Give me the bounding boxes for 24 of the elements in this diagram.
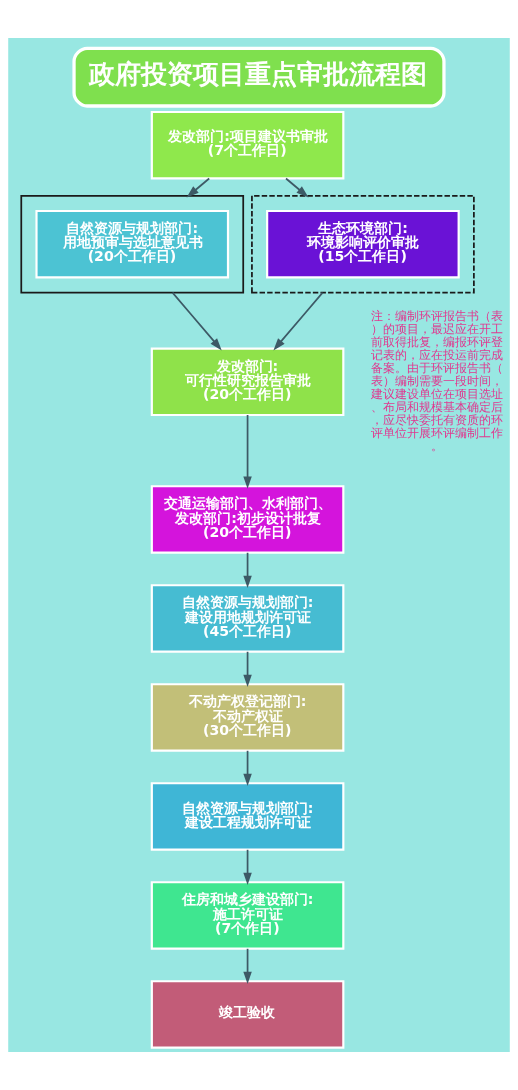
node-box: 生态环境部门:环境影响评价审批 (15个工作日) <box>266 209 460 279</box>
arrow <box>285 177 309 198</box>
node-box: 交通运输部门、水利部门、发改部门:初步设计批复 (20个工作日) <box>150 485 345 554</box>
arrow <box>243 551 252 588</box>
arrow <box>243 650 252 687</box>
arrow <box>243 749 252 786</box>
cluster <box>20 194 245 294</box>
arrow <box>243 414 252 489</box>
node-box: 发改部门:可行性研究报告审批 (20个工作日) <box>150 347 345 417</box>
diagram-title: 政府投资项目重点审批流程图 <box>89 58 428 89</box>
arrow <box>243 947 252 984</box>
arrow <box>186 177 211 198</box>
arrow <box>171 291 222 351</box>
node-box: 自然资源与规划部门:用地预审与选址意见书 (20个工作日) <box>35 209 230 279</box>
node-box: 竣工验收 <box>150 980 345 1049</box>
arrow <box>273 291 324 351</box>
node-box: 发改部门:项目建议书审批 (7个工作日) <box>150 110 345 180</box>
label: 注：编制环评报告书（表）的项目，最迟应在开工前取得批复，编报环评登记表的，应在投运前完成备案。由于环评报告书（表）编制需要一段时间，建议建设单位在项目选址、布局和规模基本确定后，应尽快委托有资质的环评单位开展环评编制工作。 <box>370 308 503 454</box>
node-box: 住房和城乡建设部门:施工许可证 (7个作日) <box>150 881 345 950</box>
arrow <box>243 848 252 885</box>
node-box: 不动产权登记部门:不动产权证 (30个工作日) <box>150 683 345 752</box>
node-box: 自然资源与规划部门:建设用地规划许可证 (45个工作日) <box>150 584 345 653</box>
node-box: 自然资源与规划部门:建设工程规划许可证 <box>150 782 345 851</box>
cluster <box>251 194 475 294</box>
